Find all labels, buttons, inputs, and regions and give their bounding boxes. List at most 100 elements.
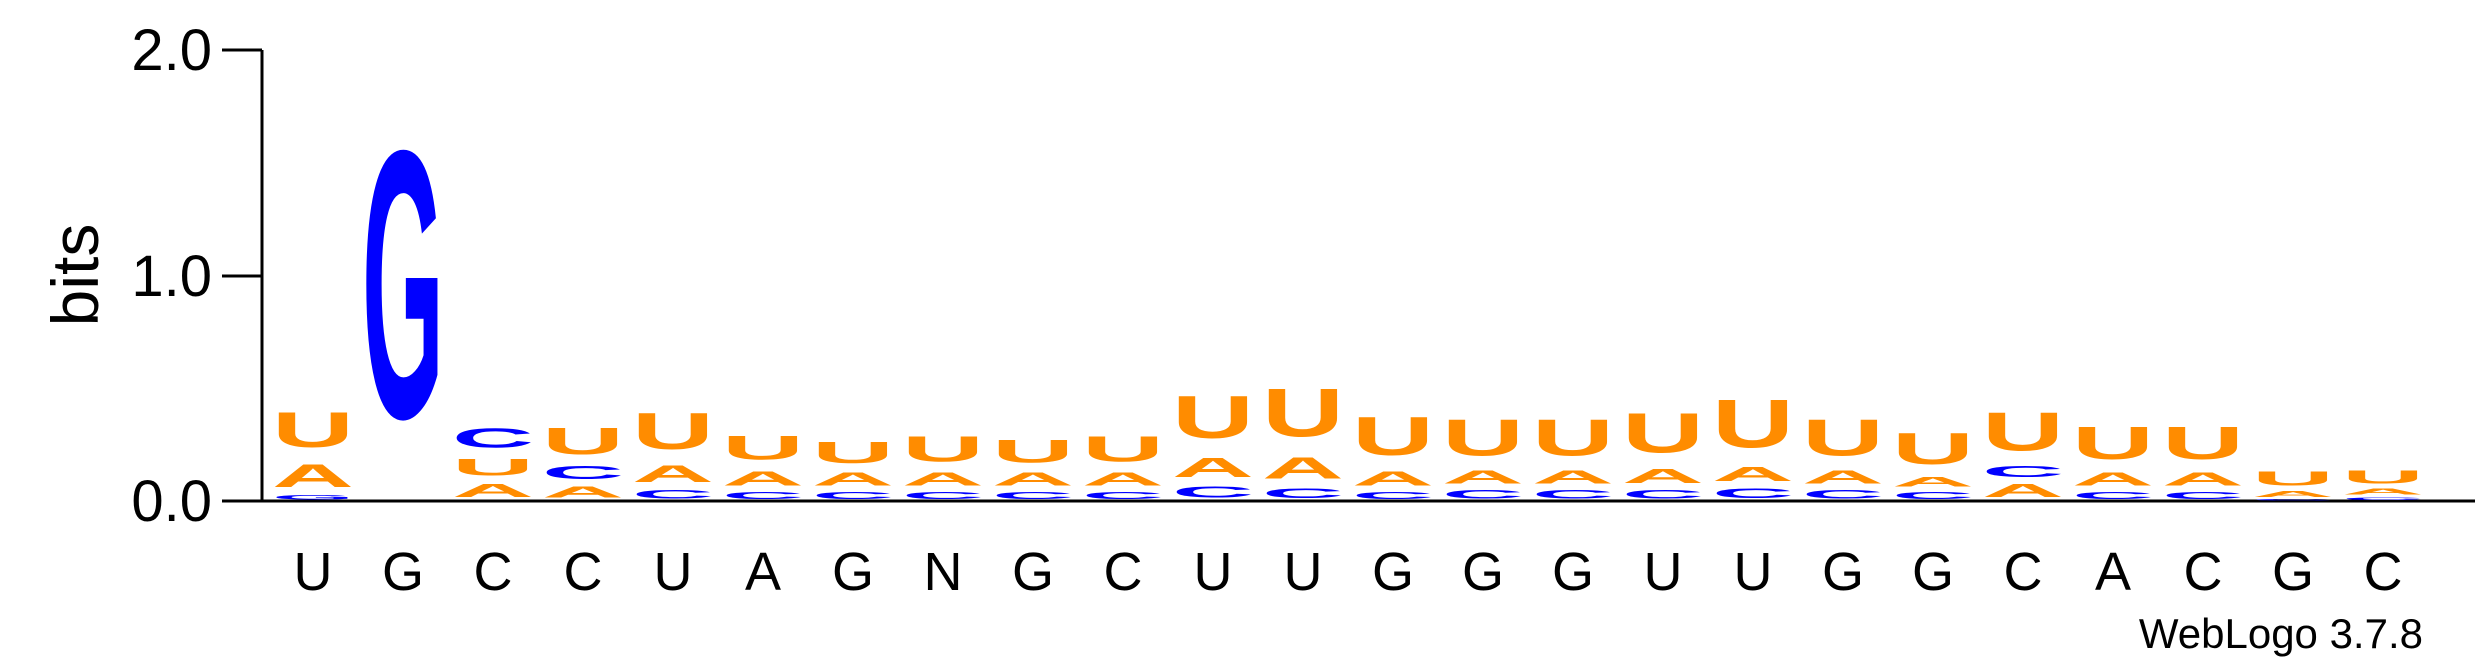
logo-letter-U-pos-7: U <box>812 436 894 470</box>
y-tick-label-1: 1.0 <box>131 244 212 309</box>
logo-letter-A-pos-14: A <box>1442 467 1524 487</box>
logo-letter-C-pos-13: C <box>1352 490 1434 501</box>
logo-letter-U-pos-19: U <box>1892 425 1974 474</box>
logo-letter-A-pos-22: A <box>2162 469 2244 489</box>
logo-letter-C-pos-11: C <box>1172 483 1254 501</box>
logo-letter-A-pos-13: A <box>1352 467 1434 489</box>
logo-letter-C-pos-17: C <box>1712 485 1794 501</box>
logo-column-8: CAU <box>902 429 984 501</box>
logo-letter-U-pos-15: U <box>1532 408 1614 467</box>
logo-letter-A-pos-5: A <box>632 461 714 488</box>
position-label-21: A <box>2095 542 2131 602</box>
logo-letter-C-pos-6: C <box>722 490 804 501</box>
logo-letter-U-pos-8: U <box>902 429 984 469</box>
y-axis-title: bits <box>38 224 112 327</box>
position-label-13: G <box>1372 542 1414 602</box>
logo-letter-A-pos-1: A <box>272 458 354 494</box>
logo-column-20: ACU <box>1982 401 2064 501</box>
logo-letter-C-pos-24: C <box>2342 497 2424 502</box>
logo-letter-U-pos-18: U <box>1802 408 1884 467</box>
position-label-9: G <box>1012 542 1054 602</box>
logo-column-23: CAU <box>2252 467 2334 501</box>
logo-letter-A-pos-9: A <box>992 469 1074 489</box>
position-label-3: C <box>474 542 513 602</box>
logo-column-7: CAU <box>812 436 894 502</box>
logo-letter-U-pos-21: U <box>2072 418 2154 469</box>
logo-column-6: CAU <box>722 429 804 501</box>
logo-letter-G-pos-2: G <box>362 72 444 499</box>
logo-letter-U-pos-3: U <box>452 454 534 481</box>
logo-letter-A-pos-10: A <box>1082 469 1164 489</box>
y-tick-label-0: 0.0 <box>131 469 212 534</box>
logo-column-4: ACU <box>542 419 624 501</box>
position-label-19: G <box>1912 542 1954 602</box>
position-label-15: G <box>1552 542 1594 602</box>
logo-letter-U-pos-14: U <box>1442 408 1524 467</box>
logo-letter-U-pos-10: U <box>1082 429 1164 469</box>
logo-letter-C-pos-5: C <box>632 488 714 501</box>
logo-letter-C-pos-9: C <box>992 490 1074 501</box>
position-label-10: C <box>1104 542 1143 602</box>
logo-column-18: CAU <box>1802 408 1884 501</box>
logo-letter-A-pos-21: A <box>2072 469 2154 489</box>
logo-letter-A-pos-7: A <box>812 469 894 489</box>
logo-letter-U-pos-9: U <box>992 433 1074 469</box>
logo-letter-A-pos-6: A <box>722 467 804 489</box>
logo-letter-A-pos-3: A <box>452 481 534 501</box>
position-label-12: U <box>1284 542 1323 602</box>
logo-column-3: AUC <box>452 422 534 501</box>
logo-letter-A-pos-19: A <box>1892 474 1974 490</box>
logo-column-11: CAU <box>1172 384 1254 501</box>
logo-letter-A-pos-16: A <box>1622 465 1704 487</box>
logo-letter-A-pos-8: A <box>902 469 984 489</box>
logo-letter-U-pos-22: U <box>2162 418 2244 469</box>
logo-letter-C-pos-23: C <box>2252 499 2334 501</box>
logo-letter-C-pos-7: C <box>812 490 894 501</box>
logo-letter-U-pos-6: U <box>722 429 804 467</box>
logo-column-1: GAU <box>272 401 354 501</box>
weblogo-version-label: WebLogo 3.7.8 <box>2139 610 2423 657</box>
logo-column-5: CAU <box>632 402 714 502</box>
logo-letter-U-pos-24: U <box>2342 467 2424 487</box>
logo-letter-C-pos-10: C <box>1082 490 1164 501</box>
logo-column-10: CAU <box>1082 429 1164 501</box>
logo-letter-A-pos-11: A <box>1172 451 1254 483</box>
logo-letter-U-pos-4: U <box>542 419 624 462</box>
logo-letter-A-pos-24: A <box>2342 488 2424 497</box>
position-label-23: G <box>2272 542 2314 602</box>
position-label-6: A <box>745 542 781 602</box>
position-label-16: U <box>1644 542 1683 602</box>
logo-letter-C-pos-22: C <box>2162 490 2244 501</box>
logo-column-21: CAU <box>2072 418 2154 501</box>
logo-letter-A-pos-12: A <box>1262 451 1344 485</box>
axes: 0.0 1.0 2.0 bits <box>38 18 2475 534</box>
position-label-22: C <box>2184 542 2223 602</box>
logo-letter-A-pos-20: A <box>1982 481 2064 501</box>
logo-letter-C-pos-21: C <box>2072 490 2154 501</box>
logo-column-13: CAU <box>1352 406 1434 501</box>
position-label-4: C <box>564 542 603 602</box>
position-label-8: N <box>924 542 963 602</box>
position-label-18: G <box>1822 542 1864 602</box>
logo-column-24: CAU <box>2342 467 2424 501</box>
logo-letter-C-pos-8: C <box>902 490 984 501</box>
logo-column-16: CAU <box>1622 402 1704 501</box>
logo-column-15: CAU <box>1532 408 1614 501</box>
logo-letter-U-pos-5: U <box>632 402 714 461</box>
y-tick-label-2: 2.0 <box>131 18 212 83</box>
logo-letter-U-pos-16: U <box>1622 402 1704 465</box>
logo-column-12: CAU <box>1262 374 1344 501</box>
position-label-7: G <box>832 542 874 602</box>
logo-column-19: CAU <box>1892 425 1974 501</box>
logo-letter-C-pos-3: C <box>452 422 534 454</box>
logo-letter-G-pos-1: G <box>272 494 354 501</box>
logo-letter-U-pos-17: U <box>1712 386 1794 463</box>
logo-column-17: CAU <box>1712 386 1794 501</box>
position-label-17: U <box>1734 542 1773 602</box>
logo-letter-A-pos-15: A <box>1532 467 1614 487</box>
position-label-1: U <box>294 542 333 602</box>
logo-letter-C-pos-14: C <box>1442 488 1524 501</box>
logo-column-2: G <box>362 72 444 499</box>
